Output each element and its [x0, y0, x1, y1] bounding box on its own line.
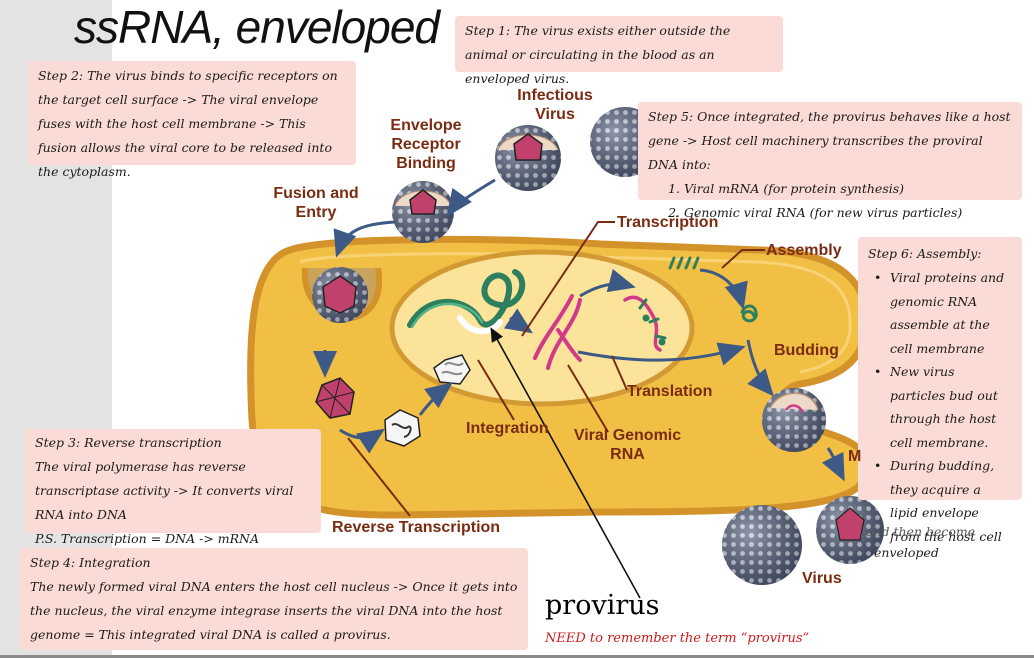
reverse-transcribing-capsid — [384, 409, 421, 447]
binding-virion — [392, 181, 454, 243]
step-3-body: The viral polymerase has reverse transcr… — [35, 459, 294, 522]
step-6-note: Step 6: Assembly: Viral proteins and gen… — [858, 237, 1022, 544]
virion-bottom-1 — [722, 505, 802, 585]
fusion-pocket — [301, 267, 383, 323]
label-m-fragment: M — [848, 448, 862, 465]
step-1-note: Step 1: The virus exists either outside … — [455, 16, 783, 86]
step-2-text: Step 2: The virus binds to specific rece… — [38, 68, 338, 179]
step-3-ps: P.S. Transcription = DNA -> mRNA — [35, 531, 259, 546]
label-fusion-and-entry: Fusion and Entry — [273, 185, 359, 221]
label-budding: Budding — [774, 342, 839, 359]
proviral-dna — [407, 269, 526, 335]
process-arrows — [313, 178, 845, 482]
nucleus-entry-capsid — [433, 354, 471, 385]
remember-note: NEED to remember the term “provirus” — [545, 631, 810, 646]
step-6-title: Step 6: Assembly: — [868, 246, 982, 261]
label-virus: Virus — [802, 570, 842, 587]
bottom-rule — [0, 655, 1034, 658]
step-2-note: Step 2: The virus binds to specific rece… — [28, 61, 356, 179]
step-4-body: The newly formed viral DNA enters the ho… — [30, 579, 518, 642]
step-5-item: Genomic viral RNA (for new virus particl… — [684, 201, 1012, 225]
label-viral-genomic-rna: Viral Genomic RNA — [573, 427, 682, 463]
step-6-list: Viral proteins and genomic RNA assemble … — [868, 266, 1012, 548]
step-5-list: Viral mRNA (for protein synthesis) Genom… — [648, 177, 1012, 225]
enveloped-text: enveloped — [874, 545, 939, 560]
released-capsid — [315, 377, 355, 419]
provirus-term: provirus — [545, 590, 660, 621]
step-5-item: Viral mRNA (for protein synthesis) — [684, 177, 1012, 201]
label-infectious-virus: Infectious Virus — [517, 87, 593, 123]
step-4-title: Step 4: Integration — [30, 555, 151, 570]
label-envelope-receptor-binding: Envelope Receptor Binding — [390, 117, 462, 172]
label-translation: Translation — [627, 383, 713, 400]
translation-complex — [623, 295, 667, 352]
infectious-virion — [495, 125, 561, 191]
page-title: ssRNA, enveloped — [74, 1, 440, 53]
label-integration: Integration — [466, 420, 549, 437]
step-5-intro: Step 5: Once integrated, the provirus be… — [648, 109, 1011, 172]
virion-bottom-2 — [816, 496, 884, 564]
label-reverse-transcription: Reverse Transcription — [332, 519, 501, 536]
viral-genomic-rna — [533, 294, 582, 370]
step-1-text: Step 1: The virus exists either outside … — [465, 23, 731, 86]
label-transcription: Transcription — [617, 214, 719, 231]
step-6-item: During budding, they acquire a lipid env… — [874, 454, 1012, 548]
step-3-note: Step 3: Reverse transcription The viral … — [25, 429, 321, 546]
step-6-item: Viral proteins and genomic RNA assemble … — [874, 266, 1012, 360]
label-assembly: Assembly — [766, 242, 842, 259]
assembled-proteins — [668, 256, 758, 323]
leader-lines — [347, 221, 765, 517]
step-6-item: New virus particles bud out through the … — [874, 360, 1012, 454]
step-5-note: Step 5: Once integrated, the provirus be… — [638, 102, 1022, 220]
budding-virion — [762, 388, 826, 452]
step-3-title: Step 3: Reverse transcription — [35, 435, 222, 450]
step-4-note: Step 4: Integration The newly formed vir… — [20, 548, 528, 650]
provirus-pointer — [490, 327, 641, 599]
then-become-text: and then become — [866, 524, 976, 539]
